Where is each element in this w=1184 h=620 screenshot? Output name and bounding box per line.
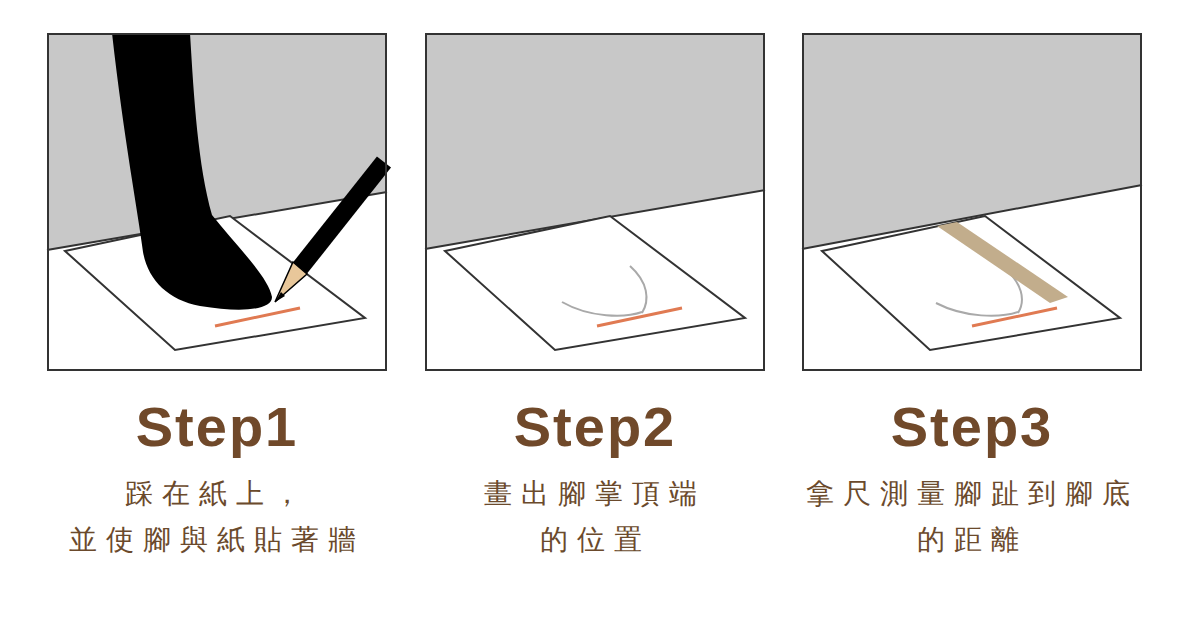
step-heading: Step1 — [47, 397, 387, 457]
step-caption: 踩在紙上， 並使腳與紙貼著牆 — [57, 471, 377, 563]
step-text-group: Step3拿尺測量腳趾到腳底 的距離 — [802, 397, 1142, 563]
step-heading: Step2 — [425, 397, 765, 457]
step-panel: Step3拿尺測量腳趾到腳底 的距離 — [802, 33, 1142, 371]
panel-2-art — [425, 33, 765, 371]
step-caption: 畫出腳掌頂端 的位置 — [450, 471, 740, 563]
step-panel: Step1踩在紙上， 並使腳與紙貼著牆 — [47, 33, 387, 371]
panel-1-art — [47, 33, 387, 371]
step-caption: 拿尺測量腳趾到腳底 的距離 — [786, 471, 1158, 563]
step-text-group: Step2 畫出腳掌頂端 的位置 — [425, 397, 765, 563]
step-panel: Step2畫出腳掌頂端 的位置 — [425, 33, 765, 371]
step-text-group: Step1 踩在紙上， 並使腳與紙貼著牆 — [47, 397, 387, 563]
panel-3-art — [802, 33, 1142, 371]
step-heading: Step3 — [802, 397, 1142, 457]
